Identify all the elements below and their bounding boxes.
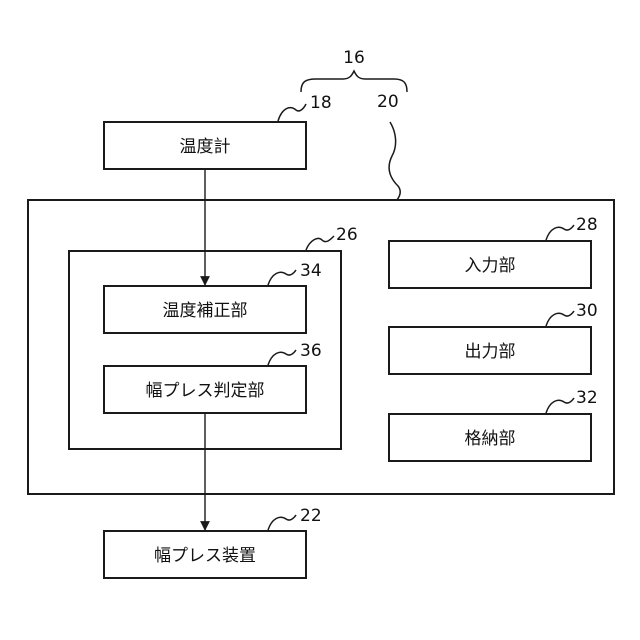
storage-unit-leader	[546, 398, 574, 413]
controller-ref-label: 20	[377, 92, 399, 112]
width-press-judgment-ref-label: 36	[300, 341, 322, 361]
input-unit-ref-label: 28	[576, 215, 598, 235]
width-press-judgment-label: 幅プレス判定部	[146, 381, 265, 401]
controller-leader	[389, 122, 400, 200]
width-press-device-label: 幅プレス装置	[154, 546, 256, 566]
output-unit-leader	[546, 311, 574, 326]
processing-unit-ref-label: 26	[336, 225, 358, 245]
system-brace	[301, 71, 407, 92]
thermometer-leader	[278, 104, 306, 121]
width-press-device-leader	[268, 515, 296, 530]
thermometer-ref-label: 18	[310, 93, 332, 113]
storage-unit-ref-label: 32	[576, 388, 598, 408]
temp-correction-ref-label: 34	[300, 261, 322, 281]
storage-unit-label: 格納部	[465, 429, 516, 449]
output-unit-ref-label: 30	[576, 301, 598, 321]
temp-correction-label: 温度補正部	[163, 301, 248, 321]
processing-unit-leader	[306, 236, 334, 250]
input-unit-leader	[546, 225, 574, 240]
width-press-judgment-leader	[268, 350, 296, 365]
input-unit-label: 入力部	[465, 256, 516, 276]
temp-correction-leader	[268, 270, 296, 285]
thermometer-label: 温度計	[180, 137, 231, 157]
output-unit-label: 出力部	[465, 342, 516, 362]
system-ref-label: 16	[343, 48, 365, 68]
width-press-device-ref-label: 22	[300, 506, 322, 526]
